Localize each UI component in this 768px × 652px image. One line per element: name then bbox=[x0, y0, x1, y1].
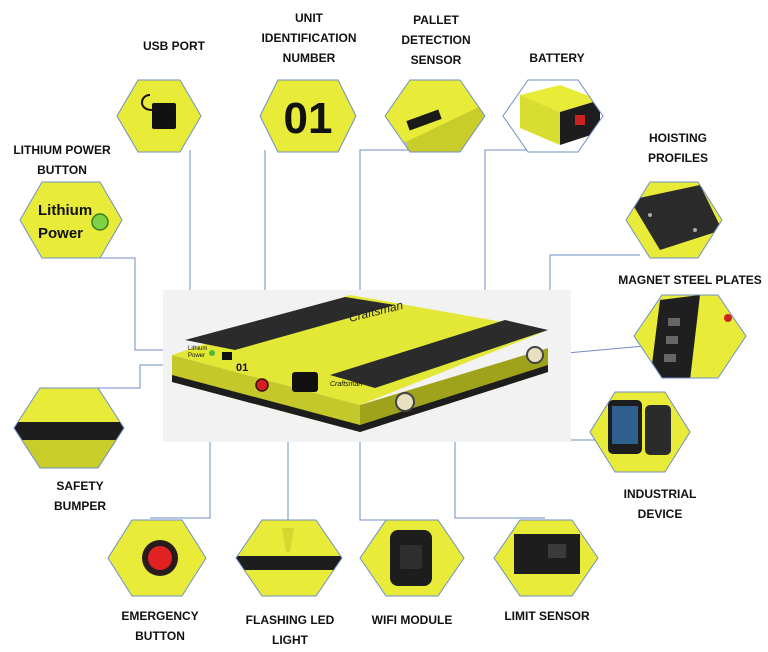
agv-hoisting-profile-back bbox=[185, 297, 395, 350]
battery-terminal-icon bbox=[575, 115, 585, 125]
safety-bumper-hexagon bbox=[14, 388, 124, 468]
usb-cable-icon bbox=[141, 94, 153, 111]
label-limit-sensor: LIMIT SENSOR bbox=[504, 609, 590, 623]
agv-emergency-button bbox=[255, 378, 269, 392]
label-magnet-plates: MAGNET STEEL PLATES bbox=[618, 273, 762, 287]
lithium-button-hexagon: Lithium Power bbox=[19, 181, 123, 259]
label-unit-id: UNIT IDENTIFICATION NUMBER bbox=[261, 11, 357, 65]
magnet-plates-hexagon bbox=[634, 295, 746, 378]
label-wifi-module: WIFI MODULE bbox=[371, 613, 453, 627]
industrial-device-hexagon bbox=[590, 392, 690, 472]
agv-wheel-right bbox=[526, 346, 544, 364]
usb-plug-icon bbox=[152, 103, 176, 129]
emergency-button-hexagon bbox=[108, 520, 206, 596]
label-pallet-sensor: PALLET DETECTION SENSOR bbox=[401, 13, 471, 67]
label-usb-port: USB PORT bbox=[142, 39, 206, 53]
agv-wheel-front bbox=[395, 392, 415, 412]
agv-hoisting-profile-front bbox=[330, 320, 548, 388]
label-industrial-device: INDUSTRIAL DEVICE bbox=[623, 487, 697, 521]
usb-port-hexagon bbox=[116, 79, 202, 153]
label-emergency-button: EMERGENCY BUTTON bbox=[121, 609, 199, 643]
agv-bumper-strip bbox=[172, 365, 548, 432]
pallet-sensor-icon bbox=[406, 109, 442, 131]
label-flashing-led: FLASHING LED LIGHT bbox=[245, 613, 335, 647]
label-safety-bumper: SAFETY BUMPER bbox=[53, 479, 107, 513]
agv-side-lithium-light bbox=[209, 350, 215, 356]
agv-side-lithium-text: Lithium bbox=[188, 346, 207, 352]
lithium-power-light-icon bbox=[91, 213, 109, 231]
unit-number-text: 01 bbox=[284, 94, 333, 143]
emergency-stop-icon bbox=[148, 546, 172, 570]
lithium-text: Lithium bbox=[38, 202, 92, 219]
label-lithium-button: LITHIUM POWER BUTTON bbox=[13, 143, 111, 177]
magnet-plate-icon bbox=[668, 318, 680, 326]
agv-side-unit-number: 01 bbox=[236, 362, 248, 374]
pallet-sensor-hexagon bbox=[385, 80, 485, 152]
agv-side-power-text: Power bbox=[188, 353, 205, 359]
wifi-module-hexagon bbox=[360, 520, 464, 596]
flashing-led-hexagon bbox=[236, 520, 342, 596]
agv-side-brand: Craftsman bbox=[330, 381, 362, 388]
unit-id-hexagon: 01 bbox=[259, 79, 357, 153]
label-hoisting-profiles: HOISTING PROFILES bbox=[647, 131, 709, 165]
agv-wifi-module bbox=[292, 372, 318, 392]
connector-safety-bumper bbox=[70, 364, 175, 389]
power-text: Power bbox=[38, 225, 83, 242]
agv-usb-port bbox=[222, 352, 232, 360]
limit-sensor-icon bbox=[514, 534, 580, 574]
led-strip-icon bbox=[236, 556, 342, 570]
agv-top-deck bbox=[172, 295, 548, 405]
battery-hexagon bbox=[503, 80, 603, 152]
limit-sensor-hexagon bbox=[494, 520, 598, 596]
label-battery: BATTERY bbox=[529, 51, 585, 65]
connector-pallet-sensor bbox=[359, 149, 430, 340]
hoisting-plate-icon bbox=[630, 185, 722, 250]
hoisting-profiles-hexagon bbox=[626, 182, 722, 258]
bumper-strip-icon bbox=[14, 422, 124, 440]
